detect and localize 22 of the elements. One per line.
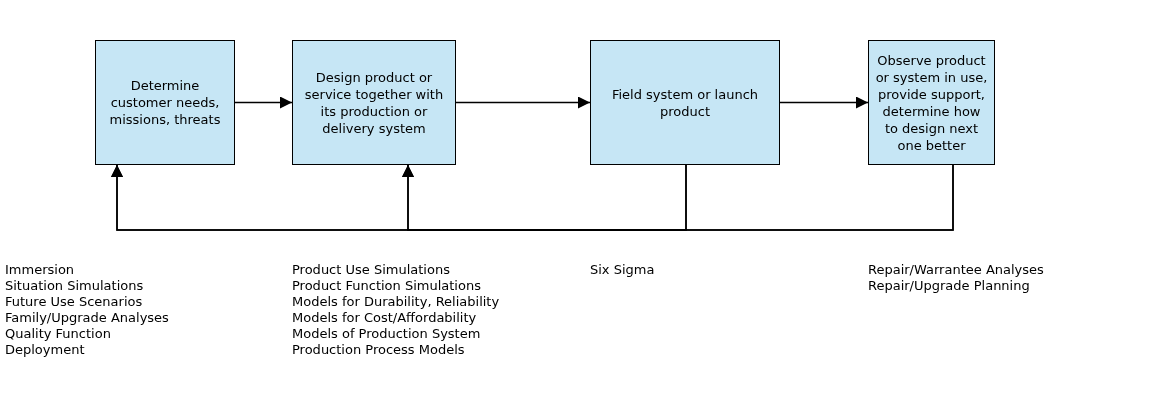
method-item: Six Sigma [590, 262, 656, 278]
method-item: Models of Production System [292, 326, 482, 342]
method-item: Product Use Simulations [292, 262, 451, 278]
method-item: Situation Simulations [5, 278, 145, 294]
method-item: Quality Function Deployment [5, 326, 112, 358]
method-item: Family/Upgrade Analyses [5, 310, 170, 326]
arrow [455, 96, 591, 109]
method-item: Models for Cost/Affordability [292, 310, 478, 326]
method-item: Production Process Models [292, 342, 466, 358]
process-box: Observe product or system in use, provide support, determine how to design next one better [868, 40, 995, 165]
arrow [234, 96, 293, 109]
method-item: Models for Durability, Reliability [292, 294, 501, 310]
arrow [402, 164, 687, 231]
process-box: Field system or launch product [590, 40, 780, 165]
method-item: Repair/Upgrade Planning [868, 278, 1031, 294]
method-item: Future Use Scenarios [5, 294, 144, 310]
process-box: Determine customer needs, missions, threats [95, 40, 235, 165]
arrow [779, 96, 869, 109]
method-item: Repair/Warrantee Analyses [868, 262, 1045, 278]
method-item: Immersion [5, 262, 76, 278]
process-box: Design product or service together with its production or delivery system [292, 40, 456, 165]
method-item: Product Function Simulations [292, 278, 482, 294]
